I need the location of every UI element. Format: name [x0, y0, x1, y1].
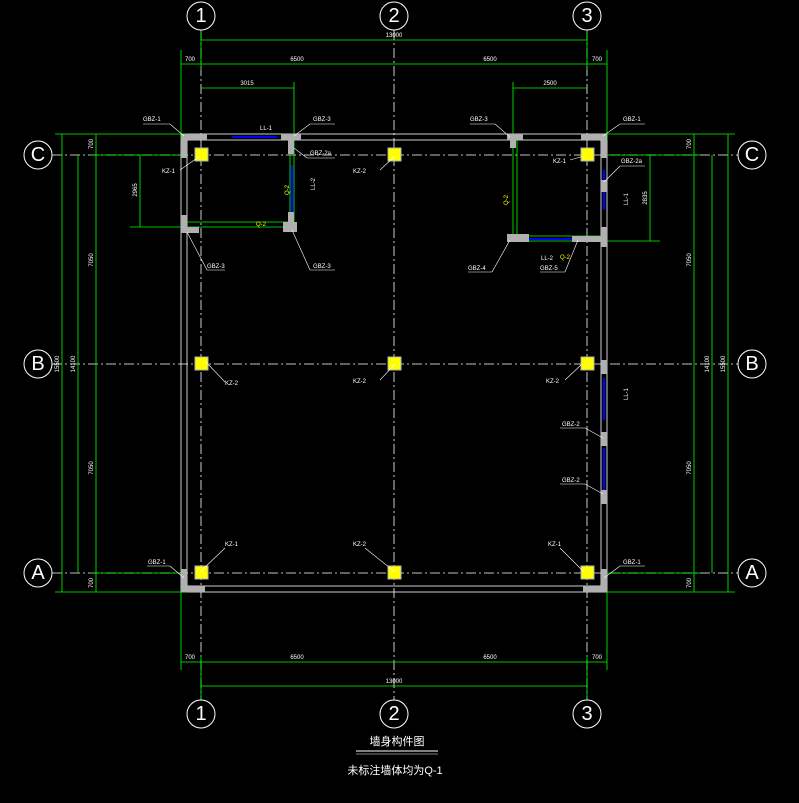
label-gbz3-bm: GBZ-3	[313, 264, 331, 270]
dim-bottom-edge-left: 700	[185, 655, 196, 661]
dim-right-room: 2835	[643, 191, 649, 205]
label-gbz2-r1: GBZ-2	[562, 422, 580, 428]
label-kz2-tc: KZ-2	[353, 169, 367, 175]
axis-label-2-top: 2	[388, 5, 399, 27]
dim-right-total: 15500	[721, 355, 727, 372]
label-gbz4-r: GBZ-4	[468, 266, 486, 272]
dim-bottom-bay-2: 6500	[483, 655, 497, 661]
label-gbz3-tr: GBZ-3	[470, 117, 488, 123]
dim-left-total: 15500	[55, 355, 61, 372]
dim-top-edge-left: 700	[185, 57, 196, 63]
axis-label-a-right: A	[745, 562, 759, 584]
axis-label-3-bottom: 3	[581, 703, 592, 725]
label-q2-c: Q-2	[504, 194, 510, 205]
title-block: 墙身构件图 未标注墙体均为Q-1	[347, 734, 442, 777]
axis-bubbles	[23, 1, 767, 729]
label-ll1-top: LL-1	[260, 126, 273, 132]
axis-label-c-left: C	[31, 144, 45, 166]
dim-right-lower-bay: 7050	[687, 461, 693, 475]
columns	[194, 147, 595, 580]
leader-lines	[143, 123, 645, 579]
dim-bottom-total: 13000	[386, 679, 403, 685]
wall-segments	[181, 134, 607, 592]
dim-top-total: 13000	[386, 33, 403, 39]
label-ll2-right: LL-2	[541, 256, 554, 262]
axis-label-c-right: C	[745, 144, 759, 166]
dim-top-right-opening: 2500	[543, 81, 557, 87]
label-ll1-right-top: LL-1	[624, 192, 630, 205]
label-gbz3-tl: GBZ-3	[313, 117, 331, 123]
dim-top-bay-2: 6500	[483, 57, 497, 63]
label-kz1-al: KZ-1	[225, 542, 239, 548]
label-gbz2a-tl: GBZ-2a	[310, 151, 332, 157]
dim-bottom-bay-1: 6500	[290, 655, 304, 661]
axis-label-2-bottom: 2	[388, 703, 399, 725]
axis-label-a-left: A	[31, 562, 45, 584]
label-gbz5-r: GBZ-5	[540, 266, 558, 272]
dim-left-bottom-edge: 700	[89, 577, 95, 588]
axis-label-1-bottom: 1	[195, 703, 206, 725]
label-gbz1-ar: GBZ-1	[623, 560, 641, 566]
axis-label-b-right: B	[745, 353, 758, 375]
dim-right-bottom-edge: 700	[687, 577, 693, 588]
label-q2-a: Q-2	[256, 222, 267, 228]
label-kz2-bc: KZ-2	[353, 379, 367, 385]
dim-right-mid-total: 14100	[705, 355, 711, 372]
drawing-title: 墙身构件图	[370, 734, 425, 748]
dim-left-mid-total: 14100	[71, 355, 77, 372]
label-ll1-right-mid: LL-1	[624, 387, 630, 400]
label-kz2-br: KZ-2	[546, 379, 560, 385]
label-kz1-tl: KZ-1	[162, 169, 176, 175]
label-kz2-ac: KZ-2	[353, 542, 367, 548]
label-ll2-left: LL-2	[311, 177, 317, 190]
label-kz1-ar: KZ-1	[548, 542, 562, 548]
label-gbz1-tl: GBZ-1	[143, 117, 161, 123]
label-gbz1-tr: GBZ-1	[623, 117, 641, 123]
label-gbz3-bl: GBZ-3	[207, 264, 225, 270]
dim-top-bay-1: 6500	[290, 57, 304, 63]
dim-bottom-edge-right: 700	[592, 655, 603, 661]
label-gbz2a-tr: GBZ-2a	[621, 159, 643, 165]
label-gbz2-r2: GBZ-2	[562, 478, 580, 484]
label-kz1-tr: KZ-1	[553, 159, 567, 165]
dim-top-edge-right: 700	[592, 57, 603, 63]
label-gbz1-al: GBZ-1	[148, 560, 166, 566]
dim-left-upper-bay: 7050	[89, 253, 95, 267]
label-q2-b: Q-2	[285, 184, 291, 195]
axis-label-b-left: B	[31, 353, 44, 375]
dim-left-room: 2965	[133, 183, 139, 197]
drawing-note: 未标注墙体均为Q-1	[347, 763, 442, 777]
dim-left-top-edge: 700	[89, 138, 95, 149]
axis-label-1-top: 1	[195, 5, 206, 27]
dim-left-lower-bay: 7050	[89, 461, 95, 475]
label-q2-d: Q-2	[560, 255, 571, 261]
dim-right-upper-bay: 7050	[687, 253, 693, 267]
dim-top-left-opening: 3015	[240, 81, 254, 87]
axis-label-3-top: 3	[581, 5, 592, 27]
label-kz2-bl: KZ-2	[225, 381, 239, 387]
dim-right-top-edge: 700	[687, 138, 693, 149]
